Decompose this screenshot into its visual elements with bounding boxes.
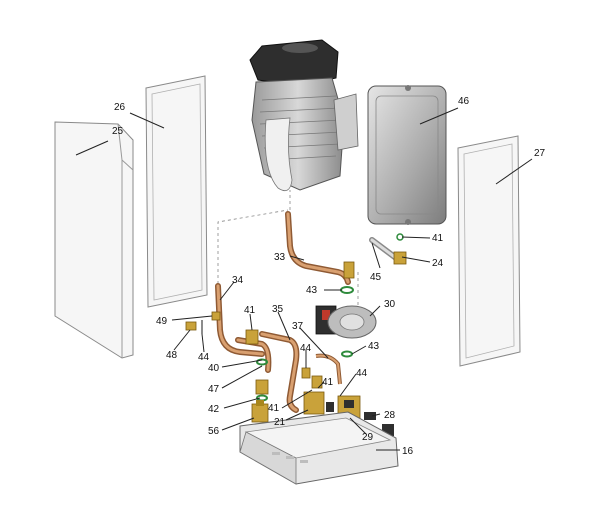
side-panel-25 (54, 121, 134, 359)
copper-pipe-35 (259, 331, 300, 413)
part-label: 37 (292, 321, 304, 332)
copper-pipe-40 (235, 337, 272, 373)
pipe-37 (315, 353, 342, 385)
part-label: 42 (208, 404, 220, 415)
part-label: 44 (300, 343, 312, 354)
pump-30 (315, 305, 377, 339)
part-label: 40 (208, 363, 220, 374)
part-label: 41 (322, 377, 334, 388)
expansion-tank-46 (367, 85, 447, 225)
part-label: 43 (306, 285, 318, 296)
copper-pipe-33 (285, 211, 355, 285)
fitting-41-center (311, 375, 323, 389)
part-label: 44 (198, 352, 210, 363)
part-label: 28 (384, 410, 396, 421)
connector-45 (369, 237, 399, 261)
valve-56 (251, 400, 269, 423)
seal-43-lower (341, 350, 353, 358)
seal-43-upper (340, 286, 354, 294)
fitting-49 (211, 311, 221, 321)
part-label: 45 (370, 272, 382, 283)
part-labels: 25 26 46 27 41 24 45 33 43 34 49 48 44 4… (112, 96, 546, 457)
assembly-guide-lines (217, 190, 359, 305)
part-label: 44 (356, 368, 368, 379)
fitting-42 (255, 379, 269, 395)
heat-exchanger-assembly (249, 39, 359, 192)
part-label: 35 (272, 304, 284, 315)
leader-lines (75, 107, 533, 451)
part-label: 41 (268, 403, 280, 414)
part-label: 48 (166, 350, 178, 361)
fitting-41-left (245, 329, 259, 345)
part-label: 47 (208, 384, 220, 395)
fitting-48 (185, 321, 197, 331)
part-label: 29 (362, 432, 374, 443)
part-label: 46 (458, 96, 470, 107)
part-label: 43 (368, 341, 380, 352)
front-panel-26 (145, 75, 208, 308)
part-label: 30 (384, 299, 396, 310)
side-panel-27 (457, 135, 521, 367)
part-label: 41 (244, 305, 256, 316)
part-label: 24 (432, 258, 444, 269)
base-frame-16 (239, 411, 399, 485)
part-label: 16 (402, 446, 414, 457)
part-label: 25 (112, 126, 124, 137)
copper-pipe-34 (215, 283, 265, 357)
valve-block-21 (303, 391, 334, 415)
fitting-44-center (301, 367, 311, 379)
part-label: 27 (534, 148, 546, 159)
part-label: 41 (432, 233, 444, 244)
fitting-24 (393, 251, 407, 265)
part-label: 49 (156, 316, 168, 327)
part-label: 26 (114, 102, 126, 113)
part-label: 21 (274, 417, 286, 428)
sensor-28 (364, 412, 376, 420)
part-label: 33 (274, 252, 286, 263)
part-label: 56 (208, 426, 220, 437)
seal-47 (256, 358, 268, 366)
part-label: 34 (232, 275, 244, 286)
